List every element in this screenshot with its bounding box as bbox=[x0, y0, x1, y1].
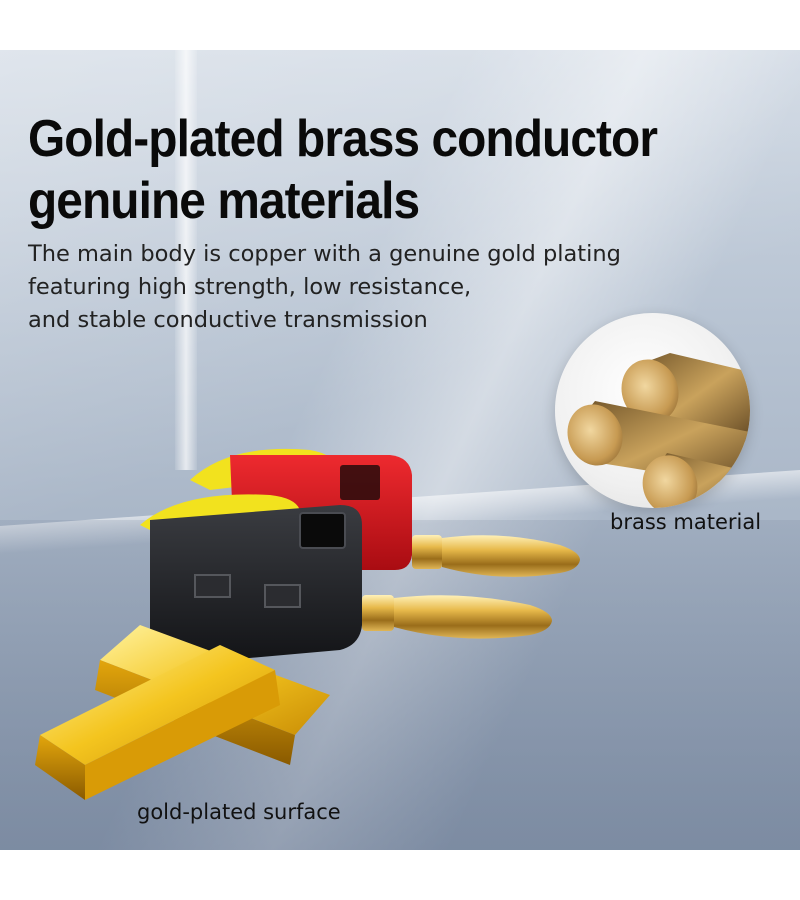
banana-plug-image bbox=[140, 448, 580, 665]
brass-material-caption: brass material bbox=[610, 510, 762, 534]
description: The main body is copper with a genuine g… bbox=[28, 238, 621, 337]
product-banner: Gold-plated brass conductor genuine mate… bbox=[0, 50, 800, 850]
brass-material-circle bbox=[555, 313, 750, 508]
gold-plated-caption: gold-plated surface bbox=[137, 800, 341, 824]
background-pillar bbox=[175, 50, 197, 470]
gold-bars-image bbox=[35, 625, 330, 800]
brass-rods-image bbox=[567, 353, 750, 508]
headline-line-1: Gold-plated brass conductor bbox=[28, 110, 658, 168]
description-line-3: and stable conductive transmission bbox=[28, 307, 428, 333]
headline: Gold-plated brass conductor genuine mate… bbox=[28, 108, 658, 232]
headline-line-2: genuine materials bbox=[28, 172, 420, 230]
description-line-1: The main body is copper with a genuine g… bbox=[28, 241, 621, 267]
description-line-2: featuring high strength, low resistance, bbox=[28, 274, 472, 300]
